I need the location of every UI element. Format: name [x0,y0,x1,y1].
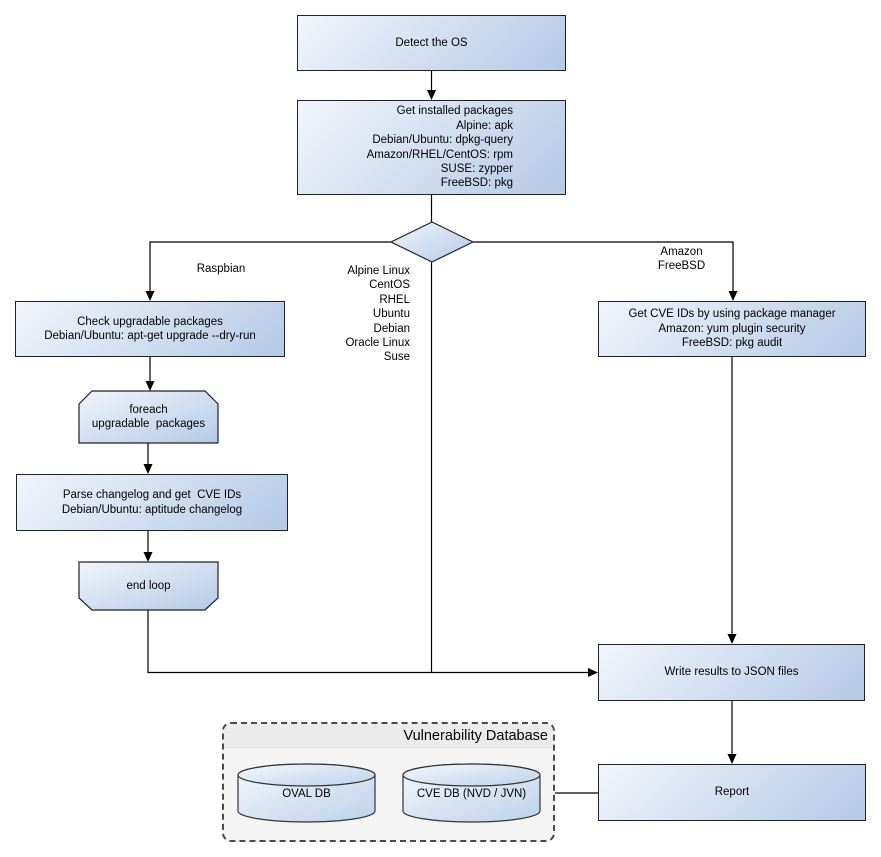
vulnerability-database-title: Vulnerability Database [403,727,548,744]
cve-db-cylinder [402,763,541,823]
node-report: Report [598,764,866,821]
node-parse-changelog: Parse changelog and get CVE IDs Debian/U… [16,474,288,531]
arrowheads [143,90,738,764]
node-check-upgradable-packages: Check upgradable packages Debian/Ubuntu:… [15,301,285,357]
node-get-installed-packages: Get installed packages Alpine: apk Debia… [297,100,566,195]
foreach-loop-shape [78,390,219,444]
edge-label-amazon-freebsd: Amazon FreeBSD [657,246,706,273]
connector-lines [147,71,734,794]
edge-label-raspbian: Raspbian [196,263,246,275]
node-foreach-loop-label: foreach upgradable packages [91,403,206,430]
node-detect-os: Detect the OS [297,15,566,71]
end-loop-shape [78,561,219,611]
node-get-cve-ids: Get CVE IDs by using package manager Ama… [598,301,866,357]
cve-db-label: CVE DB (NVD / JVN) [416,788,527,800]
oval-db-label: OVAL DB [282,788,331,800]
node-write-results: Write results to JSON files [598,644,865,701]
node-end-loop-label: end loop [126,579,171,592]
decision-diamond [389,221,475,263]
edge-label-os-list: Alpine Linux CentOS RHEL Ubuntu Debian O… [345,265,410,364]
vulnerability-database-titlebar: Vulnerability Database [224,724,553,748]
oval-db-cylinder [237,763,376,823]
